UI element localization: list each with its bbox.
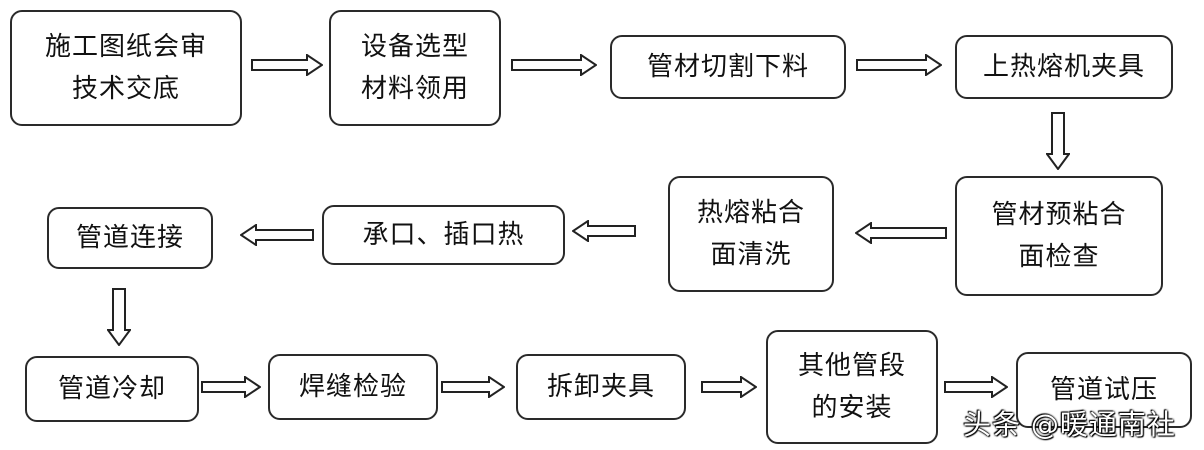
step-surface-cleaning: 热熔粘合 面清洗 [668,176,834,292]
arrow-left-icon [240,224,314,246]
step-label-line2: 的安装 [811,393,893,423]
step-equipment-selection: 设备选型 材料领用 [329,10,501,126]
arrow-right-icon [441,376,505,398]
step-label-line1: 其他管段 [797,351,906,381]
arrow-left-icon [855,222,947,244]
step-label-line1: 拆卸夹具 [546,372,655,402]
arrow-down-icon [107,288,131,346]
step-label-line2: 面清洗 [710,240,792,270]
arrow-left-icon [572,220,636,242]
step-label-line1: 管道试压 [1049,375,1158,405]
step-label-line1: 管道冷却 [57,374,166,404]
step-label-line1: 管材切割下料 [646,52,809,82]
arrow-right-icon [944,376,1008,398]
step-label-line1: 管材预粘合 [991,200,1127,230]
arrow-right-icon [701,376,757,398]
step-remove-fixture: 拆卸夹具 [516,354,686,420]
step-drawing-review: 施工图纸会审 技术交底 [10,10,242,126]
step-pre-bond-inspection: 管材预粘合 面检查 [955,176,1163,296]
step-pressure-test: 管道试压 [1016,352,1192,428]
step-label-line1: 设备选型 [360,32,469,62]
step-label-line1: 管道连接 [75,223,184,253]
step-label-line1: 焊缝检验 [298,372,407,402]
step-label-line2: 材料领用 [360,74,469,104]
step-label-line2: 面检查 [1018,242,1100,272]
step-pipe-connection: 管道连接 [47,207,213,269]
arrow-right-icon [251,54,323,76]
step-mount-fixture: 上热熔机夹具 [955,35,1173,99]
arrow-right-icon [201,376,261,398]
arrow-right-icon [511,54,597,76]
arrow-down-icon [1046,112,1070,170]
step-pipe-cooling: 管道冷却 [25,356,199,422]
step-label-line1: 施工图纸会审 [44,32,207,62]
step-pipe-cutting: 管材切割下料 [610,35,846,99]
step-socket-heating: 承口、插口热 [322,205,565,265]
step-label-line1: 热熔粘合 [696,198,805,228]
step-label-line1: 承口、插口热 [362,220,525,250]
step-other-sections: 其他管段 的安装 [766,330,938,444]
step-label-line1: 上热熔机夹具 [982,52,1145,82]
arrow-right-icon [856,54,942,76]
step-label-line2: 技术交底 [71,74,180,104]
step-weld-inspection: 焊缝检验 [268,354,438,420]
watermark: 头条 @暖通南社 [963,408,1176,441]
